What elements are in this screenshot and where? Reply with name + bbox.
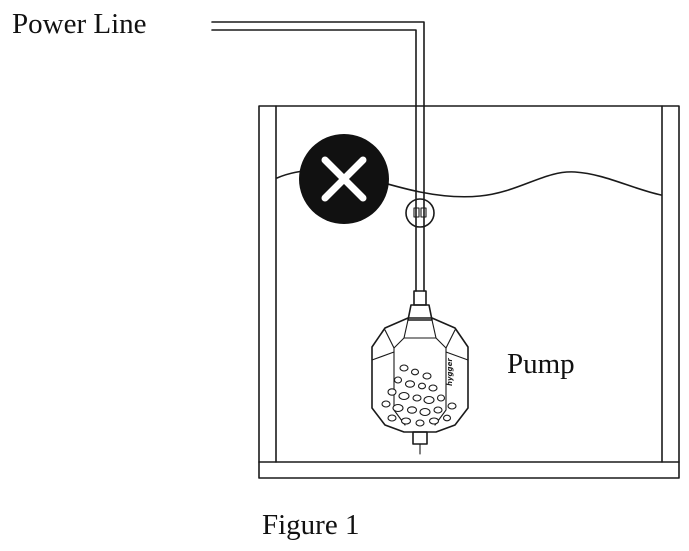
pump-stones [381, 364, 457, 427]
power-cable [211, 21, 425, 292]
figure-caption: Figure 1 [262, 509, 359, 541]
pump-brand-logo: hygger [446, 358, 454, 386]
pump-label: Pump [507, 348, 575, 380]
aquarium-tank [258, 105, 680, 479]
power-line-label: Power Line [12, 8, 147, 40]
cable-clip [405, 198, 435, 228]
pump-device: hygger [371, 290, 469, 455]
x-mark-icon [299, 134, 389, 224]
